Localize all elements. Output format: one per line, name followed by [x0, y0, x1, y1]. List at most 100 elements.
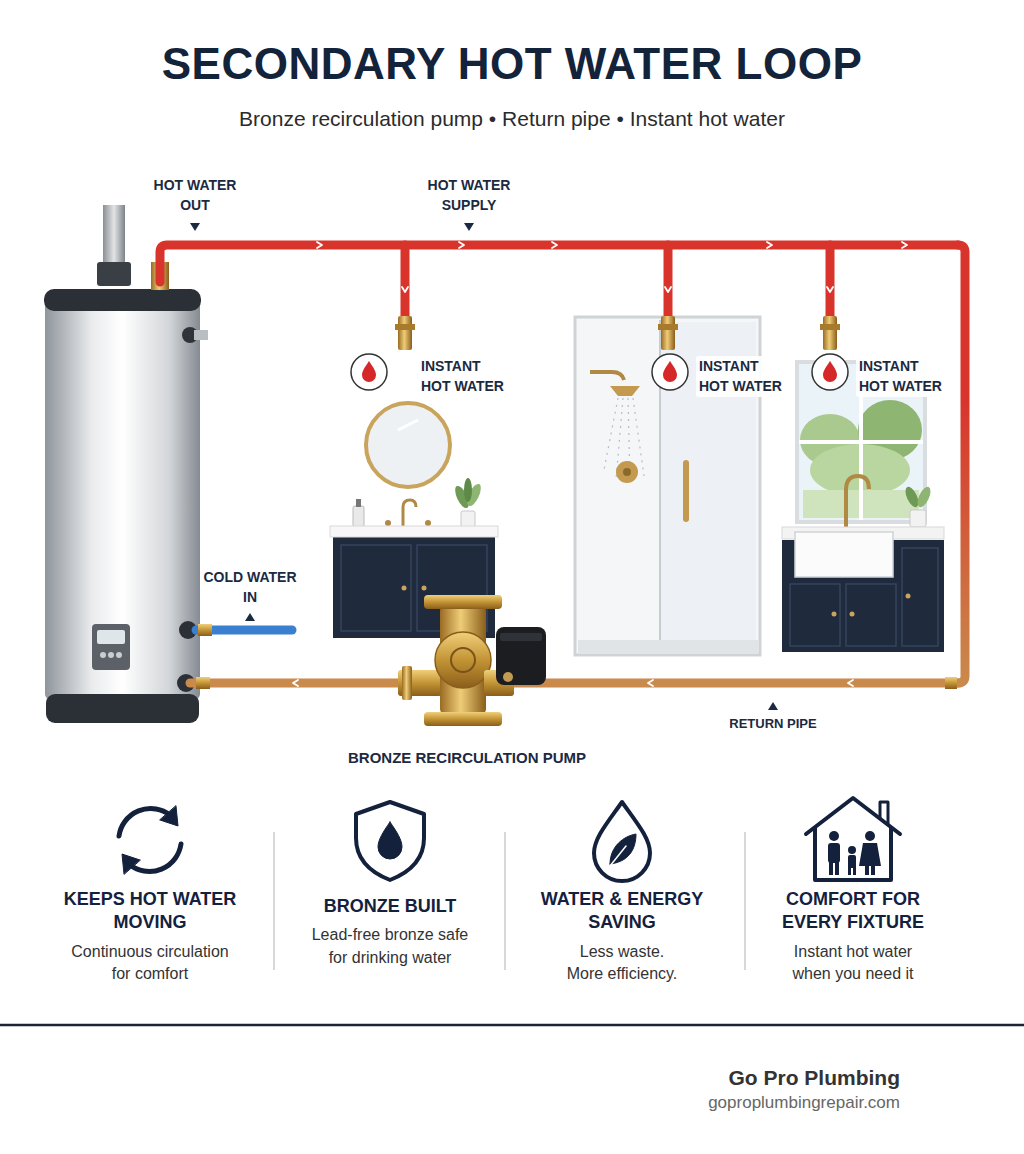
pipe-loop-part [958, 245, 965, 683]
column-divider-part [273, 832, 275, 970]
brand-name: Go Pro Plumbing [560, 1063, 900, 1092]
pipe-label: COLD WATER IN [200, 568, 300, 607]
diagram-title: SECONDARY HOT WATER LOOP [12, 38, 1012, 91]
kitchen-sink-part [795, 532, 893, 577]
pipe-fitting-part [820, 324, 840, 330]
recirculation-pump-part [503, 672, 513, 682]
brand-url: goproplumbingrepair.com [560, 1091, 900, 1115]
pipe-fitting-part [658, 324, 678, 330]
family-icon-part [865, 864, 869, 875]
bathroom-vanity-part [330, 526, 498, 537]
kitchen-sink-part [846, 584, 896, 646]
pipe-fitting [196, 316, 957, 689]
pointer-triangle-part [190, 223, 200, 231]
recirculation-pump-part [402, 666, 412, 700]
flow-arrow-part [402, 287, 408, 292]
water-heater-part [45, 300, 200, 700]
water-heater-part [116, 652, 122, 658]
feature-heading: WATER & ENERGY SAVING [535, 888, 710, 935]
feature-icon-part [594, 802, 650, 881]
bathroom-vanity-part [425, 520, 431, 526]
feature-text: Less waste. More efficiency. [563, 941, 681, 986]
recirculation-pump-part [496, 627, 546, 685]
pointer-triangle [190, 223, 778, 710]
feature-icon-part [815, 828, 891, 880]
recirculation-pump-part [451, 648, 475, 672]
fixture-label: INSTANT HOT WATER [856, 356, 951, 397]
family-icon-part [848, 866, 851, 875]
shower-enclosure-part [604, 398, 644, 482]
flow-arrow [293, 242, 907, 686]
feature-heading: KEEPS HOT WATER MOVING [63, 888, 238, 935]
kitchen-sink-part [902, 548, 938, 646]
family-icon-part [829, 860, 833, 875]
column-divider [274, 832, 745, 970]
feature-icon-part [806, 798, 900, 834]
shower-enclosure-part [623, 468, 631, 476]
feature-icon [119, 798, 900, 881]
family-icon-part [871, 864, 875, 875]
bathroom-vanity-part [461, 511, 475, 527]
shower-enclosure-part-part [604, 398, 618, 470]
water-heater-part [97, 262, 131, 286]
feature-column: COMFORT FOR EVERY FIXTUREInstant hot wat… [738, 886, 968, 992]
feature-column: BRONZE BUILTLead-free bronze safe for dr… [275, 893, 505, 976]
feature-text: Lead-free bronze safe for drinking water [305, 924, 475, 969]
hot-water-marker-part [351, 354, 387, 390]
recirculation-pump-part [435, 632, 491, 688]
column-divider-part [504, 832, 506, 970]
hot-water-marker-part [362, 361, 376, 382]
flow-arrow-part [459, 242, 464, 248]
bathroom-vanity-part [403, 500, 416, 527]
bathroom-vanity-part [356, 499, 361, 507]
kitchen-sink-part [906, 594, 911, 599]
flow-arrow-part [648, 680, 653, 686]
feature-icon-part [880, 802, 888, 824]
feature-column: WATER & ENERGY SAVING Less waste. More ef… [507, 886, 737, 992]
family-icon-part [829, 831, 839, 841]
pipe-fitting-part [398, 316, 412, 350]
bathroom-vanity-part [402, 586, 407, 591]
pipe-loop-part [401, 245, 410, 322]
pointer-triangle-part [245, 613, 255, 621]
feature-text: Continuous circulation for comfort [65, 941, 235, 986]
flow-arrow-part [767, 242, 772, 248]
recirculation-pump-part [424, 595, 502, 609]
kitchen-sink-part [850, 612, 855, 617]
flow-arrow-part [827, 287, 833, 292]
recirculation-pump-part [424, 712, 502, 726]
pipe-fitting-part [945, 677, 957, 689]
flow-arrow-part [848, 680, 853, 686]
family-icon-part [848, 846, 856, 854]
family-icon [828, 831, 881, 875]
bathroom-vanity-part [366, 403, 450, 487]
fixture-label: INSTANT HOT WATER [418, 356, 513, 397]
recirculation-pump [398, 595, 546, 726]
subtitle: Bronze recirculation pump • Return pipe … [62, 104, 962, 133]
pipe-loop-part [664, 245, 673, 322]
shower-enclosure-part [616, 461, 638, 483]
kitchen-sink-part [790, 584, 840, 646]
fixture-label: INSTANT HOT WATER [696, 356, 791, 397]
pipe-fitting-part [395, 324, 415, 330]
family-icon-part [835, 860, 839, 875]
kitchen-sink-part [832, 612, 837, 617]
shower-enclosure-part [683, 460, 689, 522]
water-heater-part [108, 652, 114, 658]
feature-icon-part [130, 844, 181, 871]
pointer-triangle-part [464, 223, 474, 231]
kitchen-sink-part [915, 485, 933, 509]
feature-icon-part [122, 854, 140, 874]
column-divider-part [744, 832, 746, 970]
bathroom-vanity-part [341, 545, 411, 631]
pipe-label: HOT WATER OUT [145, 176, 245, 215]
feature-icon-part [119, 809, 170, 836]
feature-icon-part [610, 846, 626, 866]
flow-arrow-part [552, 242, 557, 248]
pipe-fitting-part [196, 677, 210, 689]
hot-water-marker-part [663, 361, 677, 382]
pipe-loop [160, 245, 965, 683]
pipe-loop-part [190, 679, 958, 688]
feature-icon-part [356, 802, 424, 880]
